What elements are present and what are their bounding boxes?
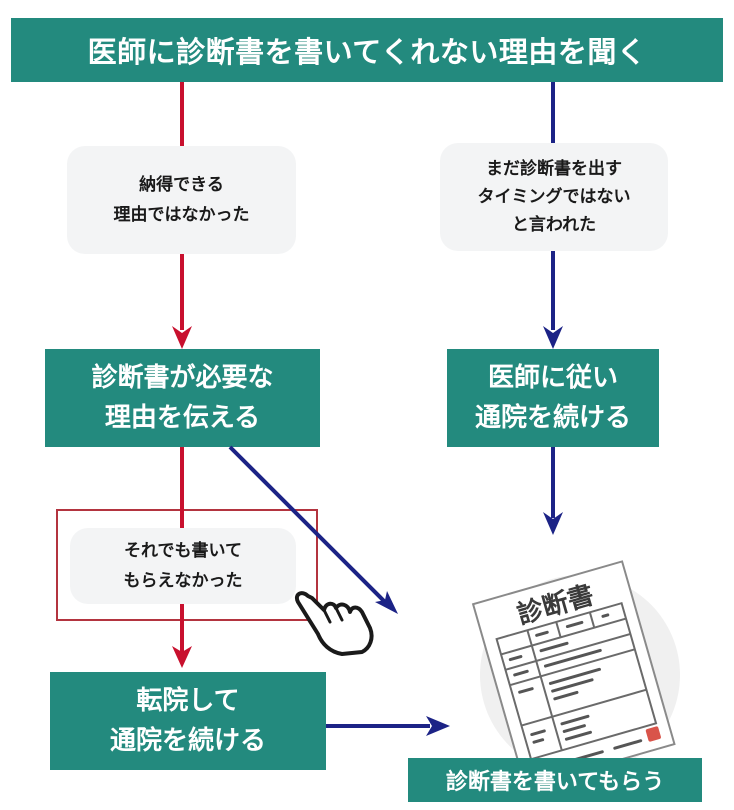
note-line: もらえなかった [123,571,243,591]
left-action-step: 診断書が必要な 理由を伝える [45,349,320,447]
medical-certificate-illustration: 診断書 [471,560,680,775]
step-line: 通院を続ける [474,403,631,433]
note-line: タイミングではない [477,187,631,207]
note-line: 理由ではなかった [113,205,250,225]
step-line: 医師に従い [487,363,618,393]
step-line: 診断書が必要な [91,363,274,393]
note-line: と言われた [511,215,597,235]
right-action-step: 医師に従い 通院を続ける [447,349,659,447]
arrowhead-bottom [426,716,450,736]
arrowhead-transfer [172,646,192,668]
note-line: それでも書いて [124,541,242,561]
result-label: 診断書を書いてもらう [408,758,702,802]
flow-title: 医師に診断書を書いてくれない理由を聞く [11,18,723,82]
arrowhead-left-step [172,326,192,349]
certificate-stamp [645,726,661,742]
transfer-action-step: 転院して 通院を続ける [50,672,326,770]
step-line: 転院して [136,686,240,716]
left-condition-note: 納得できる 理由ではなかった [67,146,296,254]
arrowhead-right-step [543,326,563,349]
arrowhead-right-result [543,512,563,535]
step-line: 理由を伝える [104,403,261,433]
right-condition-note: まだ診断書を出す タイミングではない と言われた [440,143,668,251]
step-line: 通院を続ける [109,726,266,756]
arrowhead-diagonal [375,591,398,614]
fail-condition-note: それでも書いて もらえなかった [70,528,296,604]
highlight-frame [56,509,318,621]
arrow-left-step-to-result-diagonal [228,445,388,605]
note-line: まだ診断書を出す [486,159,622,179]
pointing-hand-icon [295,591,374,656]
note-line: 納得できる [139,175,224,195]
